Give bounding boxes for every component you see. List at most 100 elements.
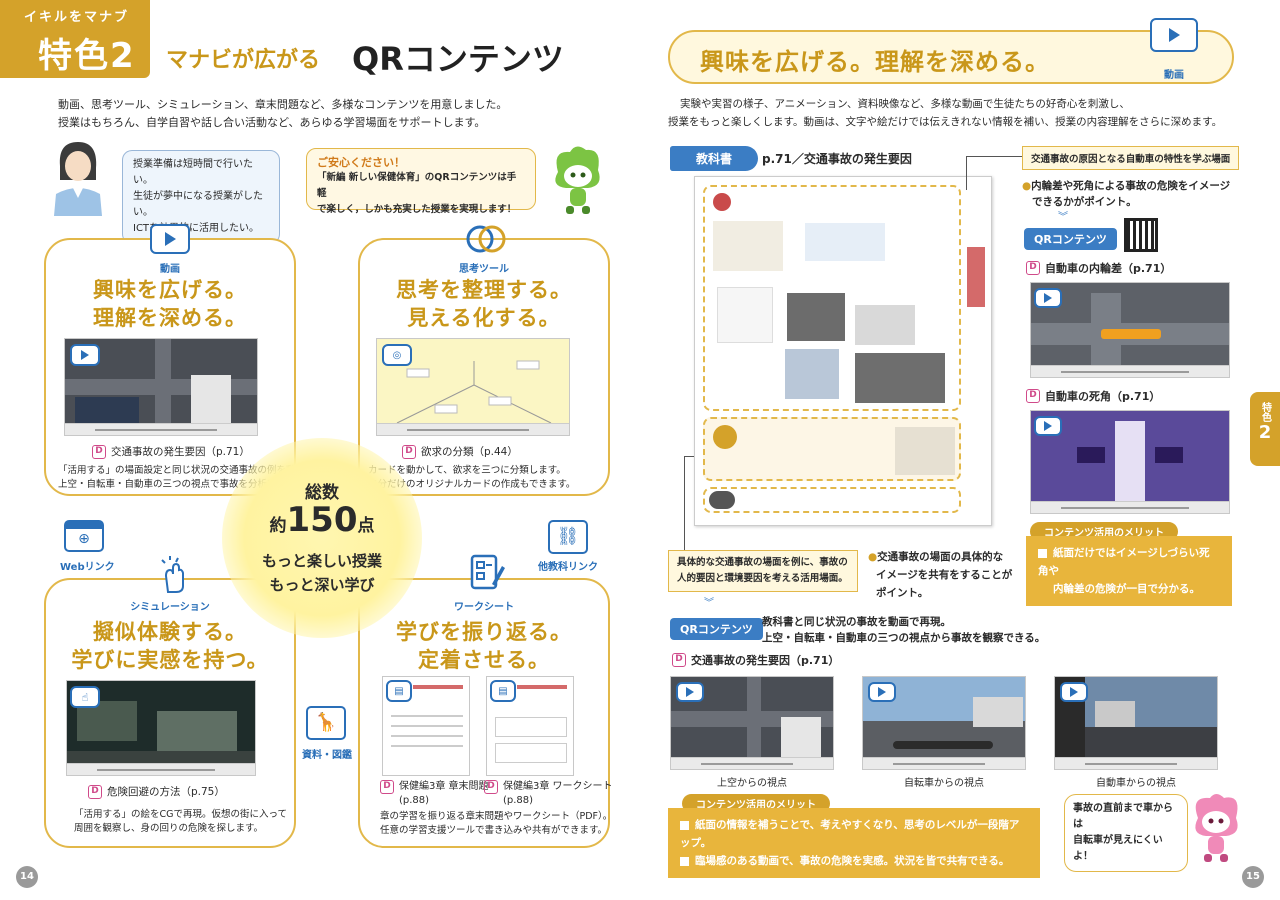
right-video-label: 動画 [1164,70,1184,81]
chevron-down-icon: ︾ [704,598,714,609]
mascot-bubble-line-1: 「新編 新しい保健体育」のQRコンテンツは手軽 [317,172,517,199]
callout-point-2: できるかがポイント。 [1032,196,1137,208]
textbook-ref: p.71／交通事故の発生要因 [762,152,912,166]
right-headline: 興味を広げる。理解を深める。 [700,48,1050,76]
scene-point-2: イメージを共有をすることが [876,569,1013,581]
play-icon[interactable] [676,682,704,702]
callout-point-1-text: 内輪差や死角による事故の危険をイメージ [1031,180,1231,192]
video-title-text: 交通事故の発生要因（p.71） [691,654,840,667]
tap-icon [161,556,184,593]
d-mark-icon: D [380,780,394,794]
right-intro-1: 実験や実習の様子、アニメーション、資料映像など、多様な動画で生徒たちの好奇心を刺… [680,98,1130,110]
card-worksheet-desc-1: 章の学習を振り返る章末問題やワークシート（PDF）。 [380,811,613,822]
video-icon [1150,18,1198,52]
d-mark-icon: D [88,784,102,799]
card-video-caption-text: 交通事故の発生要因（p.71） [111,446,250,458]
qr-code-icon [1124,218,1158,252]
other-subject-link-icon: ⛓ [548,520,588,554]
worksheet-small-icon-b[interactable]: ▤ [490,680,516,702]
video-icon [150,224,190,254]
center-highlight [222,438,422,638]
textbook-tag: 教科書 [670,146,759,171]
teacher-illustration [54,142,102,216]
scene-line-1: 具体的な交通事故の場面を例に、事故の [677,557,848,568]
callout-top: 交通事故の原因となる自動車の特性を学ぶ場面 [1022,146,1240,170]
right-intro-2: 授業をもっと楽しくします。動画は、文字や絵だけでは伝えきれない情報を補い、授業の… [668,116,1223,128]
mascot-bubble-title: ご安心ください！ [317,156,405,169]
other-subject-link-label: 他教科リンク [538,562,598,573]
venn-small-icon[interactable]: ◎ [382,344,412,366]
card-worksheet-caption-b-text: 保健編3章 ワークシート [503,781,613,792]
play-icon[interactable] [1034,288,1062,308]
card-thinking-caption-text: 欲求の分類（p.44） [421,446,518,458]
play-icon[interactable] [1034,416,1062,436]
intro-line-2: 授業はもちろん、自学自習や話し合い活動など、あらゆる学習場面をサポートします。 [58,116,486,129]
page-number-right: 15 [1242,866,1264,888]
d-mark-icon: D [484,780,498,794]
intro-line-1: 動画、思考ツール、シミュレーション、章末問題など、多様なコンテンツを用意しました… [58,98,508,111]
side-video-2-thumbnail[interactable] [1030,410,1230,514]
worksheet-small-icon-a[interactable]: ▤ [386,680,412,702]
heading-pre: マナビが広がる [166,48,321,73]
view-label-aerial: 上空からの視点 [717,778,787,789]
scene-connector [684,456,694,550]
material-icon: 🦒 [306,706,346,740]
bottom-merit-box: 紙面の情報を補うことで、考えやすくなり、思考のレベルが一段階アップ。 臨場感のあ… [668,808,1040,878]
view-label-car: 自動車からの視点 [1096,778,1176,789]
card-thinking-title-2: 見える化する。 [407,306,561,330]
play-icon[interactable] [1060,682,1088,702]
center-total: 総数 [305,483,339,503]
card-worksheet-caption-a-page: (p.88) [399,795,430,806]
callout-point-1: ●内輪差や死角による事故の危険をイメージ [1022,180,1231,192]
bottom-merit-line-1: 紙面の情報を補うことで、考えやすくなり、思考のレベルが一段階アップ。 [680,819,1020,849]
card-thinking-desc-1: カードを動かして、欲求を三つに分類します。 [368,465,566,476]
green-mascot [555,146,600,214]
card-thinking-caption: D 欲求の分類（p.44） [402,444,518,459]
side-video-1-thumbnail[interactable] [1030,282,1230,378]
web-link-icon: ⊕ [64,520,104,552]
scene-point-1: 交通事故の場面の具体的な [877,551,1004,563]
card-thinking-desc-2: 自分だけのオリジナルカードの作成もできます。 [368,479,576,490]
card-worksheet-title-1: 学びを振り返る。 [396,620,572,644]
side-merit-box: 紙面だけではイメージしづらい死角や 内輪差の危険が一目で分かる。 [1026,536,1232,606]
scene-box: 具体的な交通事故の場面を例に、事故の 人的要因と環境要因を考える活用場面。 [668,550,858,592]
side-tab-text: 特色 [1259,402,1271,422]
bottom-merit-line-2: 臨場感のある動画で、事故の危険を実感。状況を皆で共有できる。 [680,852,1028,870]
card-simulation-desc-2: 周囲を観察し、身の回りの危険を探します。 [74,823,264,834]
view-label-bicycle: 自転車からの視点 [904,778,984,789]
callout-connector [966,156,1022,190]
center-count-row: 約150点 [222,500,422,540]
scene-line-2: 人的要因と環境要因を考える活用場面。 [677,573,848,584]
card-worksheet-desc-2: 任意の学習支援ツールで書き込みや共有ができます。 [380,825,608,836]
right-mascot-line-1: 事故の直前まで車からは [1073,803,1173,830]
side-tab-number: 2 [1258,422,1272,443]
chevron-down-icon: ︾ [1058,212,1068,223]
worksheet-thumbnail-b[interactable] [486,676,574,776]
card-simulation-title-1: 擬似体験する。 [93,620,247,644]
right-mascot-line-2: 自転車が見えにくいよ！ [1073,835,1163,862]
card-simulation-desc-1: 「活用する」の絵をCGで再現。仮想の街に入って [74,809,288,820]
video-thumbnail-aerial[interactable] [64,338,258,436]
play-icon[interactable] [868,682,896,702]
teacher-line-3: ICTを効果的に活用したい。 [133,223,260,234]
scene-point-3: ポイント。 [876,587,929,599]
qr-desc-2: 上空・自転車・自動車の三つの視点から事故を観察できる。 [762,632,1046,644]
venn-icon [466,225,506,253]
d-mark-icon: D [402,444,416,459]
card-video-label: 動画 [160,264,180,275]
card-thinking-label: 思考ツール [459,264,509,275]
side-merit-line-2: 内輪差の危険が一目で分かる。 [1053,583,1200,595]
card-video-desc-2: 上空・自転車・自動車の三つの視点で事故を分析できます。 [58,479,314,490]
view-thumbnail-bicycle[interactable] [862,676,1026,770]
scene-point: ●交通事故の場面の具体的な イメージを共有をすることが ポイント。 [868,548,1012,602]
center-count: 150 [286,500,358,540]
side-merit-line-1: 紙面だけではイメージしづらい死角や [1038,547,1210,577]
worksheet-icon [470,554,505,590]
play-icon[interactable] [70,344,100,366]
tap-small-icon[interactable]: ☝ [70,686,100,708]
teacher-line-2: 生徒が夢中になる授業がしたい。 [133,191,263,218]
page-number-left: 14 [16,866,38,888]
center-line-1: もっと楽しい授業 [261,552,382,570]
